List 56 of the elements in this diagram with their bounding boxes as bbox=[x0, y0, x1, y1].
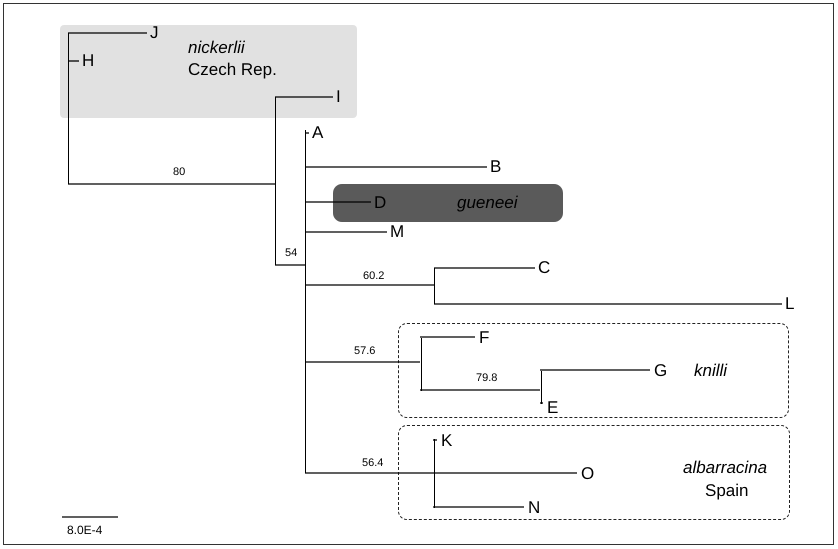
branch-node-line bbox=[68, 33, 70, 184]
taxon-label: M bbox=[390, 223, 404, 241]
tree-branch bbox=[420, 336, 475, 338]
tree-branch bbox=[305, 231, 387, 233]
taxon-label: J bbox=[150, 24, 158, 42]
tree-branch bbox=[434, 303, 782, 305]
taxon-label: I bbox=[336, 88, 341, 106]
tree-branch bbox=[420, 389, 540, 391]
support-value: 79.8 bbox=[475, 372, 498, 384]
taxon-label: O bbox=[581, 465, 594, 483]
support-value: 56.4 bbox=[361, 457, 384, 469]
support-value: 80 bbox=[172, 166, 186, 178]
tree-branch bbox=[433, 506, 524, 508]
taxon-label: K bbox=[441, 432, 452, 450]
taxon-label: E bbox=[547, 399, 558, 417]
branch-node-line bbox=[541, 371, 542, 404]
tree-branch bbox=[68, 183, 275, 185]
tree-branch bbox=[305, 166, 487, 168]
shaded-group-box bbox=[333, 184, 563, 222]
support-value: 54 bbox=[284, 247, 298, 259]
group-name: nickerlii bbox=[188, 38, 245, 58]
taxon-label: N bbox=[528, 499, 540, 517]
taxon-label: H bbox=[82, 52, 94, 70]
tree-branch bbox=[305, 472, 433, 474]
support-value: 57.6 bbox=[353, 345, 376, 357]
tree-branch bbox=[275, 96, 333, 98]
taxon-label: G bbox=[654, 362, 668, 380]
group-name: albarracina bbox=[683, 458, 768, 478]
shaded-group-box bbox=[60, 25, 357, 118]
group-name: knilli bbox=[694, 361, 728, 381]
group-location: Spain bbox=[705, 481, 748, 501]
tree-branch bbox=[305, 201, 371, 203]
tree-branch bbox=[68, 60, 79, 62]
scale-label: 8.0E-4 bbox=[67, 523, 102, 537]
tree-branch bbox=[433, 472, 577, 474]
tree-branch bbox=[305, 284, 434, 286]
branch-node-line bbox=[434, 268, 436, 304]
tree-branch bbox=[275, 264, 305, 266]
taxon-label: F bbox=[479, 329, 490, 347]
branch-node-line bbox=[305, 130, 306, 473]
branch-node-line bbox=[275, 97, 276, 265]
tree-branch bbox=[540, 369, 650, 371]
branch-node-line bbox=[421, 338, 422, 391]
group-name: gueneei bbox=[457, 193, 518, 213]
branch-node-line bbox=[434, 439, 436, 508]
tree-branch bbox=[434, 267, 535, 269]
tree-branch bbox=[305, 361, 420, 363]
taxon-label: D bbox=[374, 194, 386, 212]
support-value: 60.2 bbox=[362, 270, 386, 282]
dashed-group-box bbox=[398, 425, 790, 520]
taxon-label: L bbox=[785, 295, 794, 313]
taxon-label: B bbox=[490, 158, 502, 176]
taxon-label: A bbox=[312, 124, 324, 142]
tree-branch bbox=[68, 32, 147, 34]
group-location: Czech Rep. bbox=[188, 60, 277, 80]
taxon-label: C bbox=[538, 259, 550, 277]
